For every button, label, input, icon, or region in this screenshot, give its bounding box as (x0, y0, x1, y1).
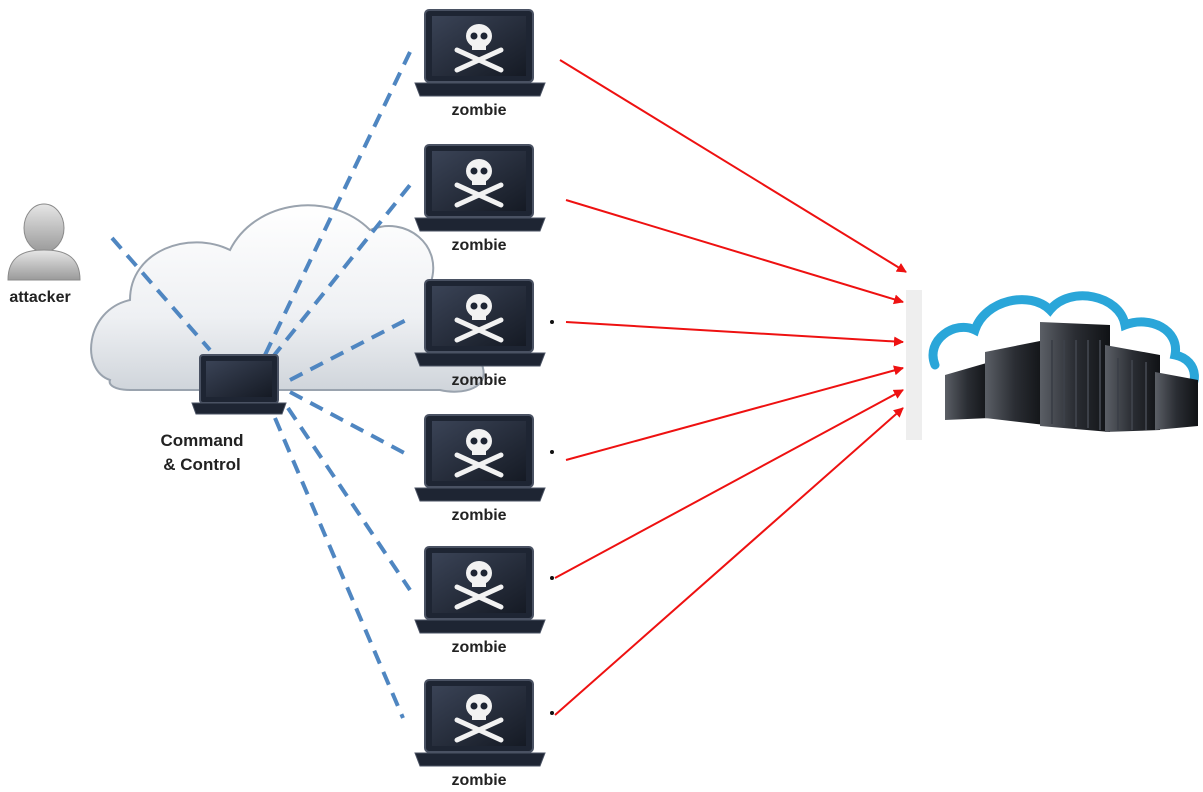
control-link (270, 183, 412, 360)
target-node (906, 290, 1199, 440)
laptop-icon (191, 354, 287, 415)
skull-crossbones-laptop-icon (414, 9, 546, 97)
zombie-label: zombie (451, 237, 506, 254)
skull-crossbones-laptop-icon (414, 546, 546, 634)
control-link (263, 51, 412, 356)
datacenter-cloud-icon (928, 291, 1199, 432)
attack-arrow (565, 199, 904, 305)
zombie-label: zombie (451, 507, 506, 524)
skull-crossbones-laptop-icon (414, 279, 546, 367)
attack-arrow (559, 59, 907, 273)
zombie-node: zombie (414, 144, 546, 254)
zombie-node: zombie (414, 679, 546, 789)
attack-arrow (565, 321, 904, 347)
command-control-node: Command & Control (160, 354, 287, 474)
zombie-label: zombie (451, 102, 506, 119)
zombie-node: zombie (414, 414, 546, 524)
control-link (286, 406, 412, 592)
command-control-cloud (90, 204, 488, 393)
attacker-label: attacker (9, 289, 70, 306)
arrow-tail-dot (550, 450, 554, 454)
target-edge-bar (906, 290, 922, 440)
person-silhouette-icon (7, 203, 81, 281)
zombie-label: zombie (451, 372, 506, 389)
attacker-node: attacker (7, 203, 81, 306)
control-links (263, 51, 412, 719)
skull-crossbones-laptop-icon (414, 414, 546, 502)
control-link (289, 390, 411, 458)
zombie-node: zombie (414, 9, 546, 119)
zombie-label: zombie (451, 639, 506, 656)
attack-arrow (554, 389, 904, 579)
skull-crossbones-laptop-icon (414, 679, 546, 767)
attack-arrow (554, 407, 904, 716)
arrow-tail-dot (550, 320, 554, 324)
zombie-label: zombie (451, 772, 506, 789)
command-control-label-line1: Command (160, 431, 243, 450)
control-link (273, 417, 405, 719)
zombie-group: zombie zombie zombie zombie zombie zombie (414, 9, 546, 789)
attacker-link (110, 236, 212, 352)
attack-arrows (550, 59, 907, 716)
arrow-tail-dot (550, 576, 554, 580)
zombie-node: zombie (414, 546, 546, 656)
arrow-tail-dot (550, 711, 554, 715)
skull-crossbones-laptop-icon (414, 144, 546, 232)
command-control-label-line2: & Control (163, 455, 240, 474)
attack-arrow (565, 365, 904, 461)
zombie-node: zombie (414, 279, 546, 389)
